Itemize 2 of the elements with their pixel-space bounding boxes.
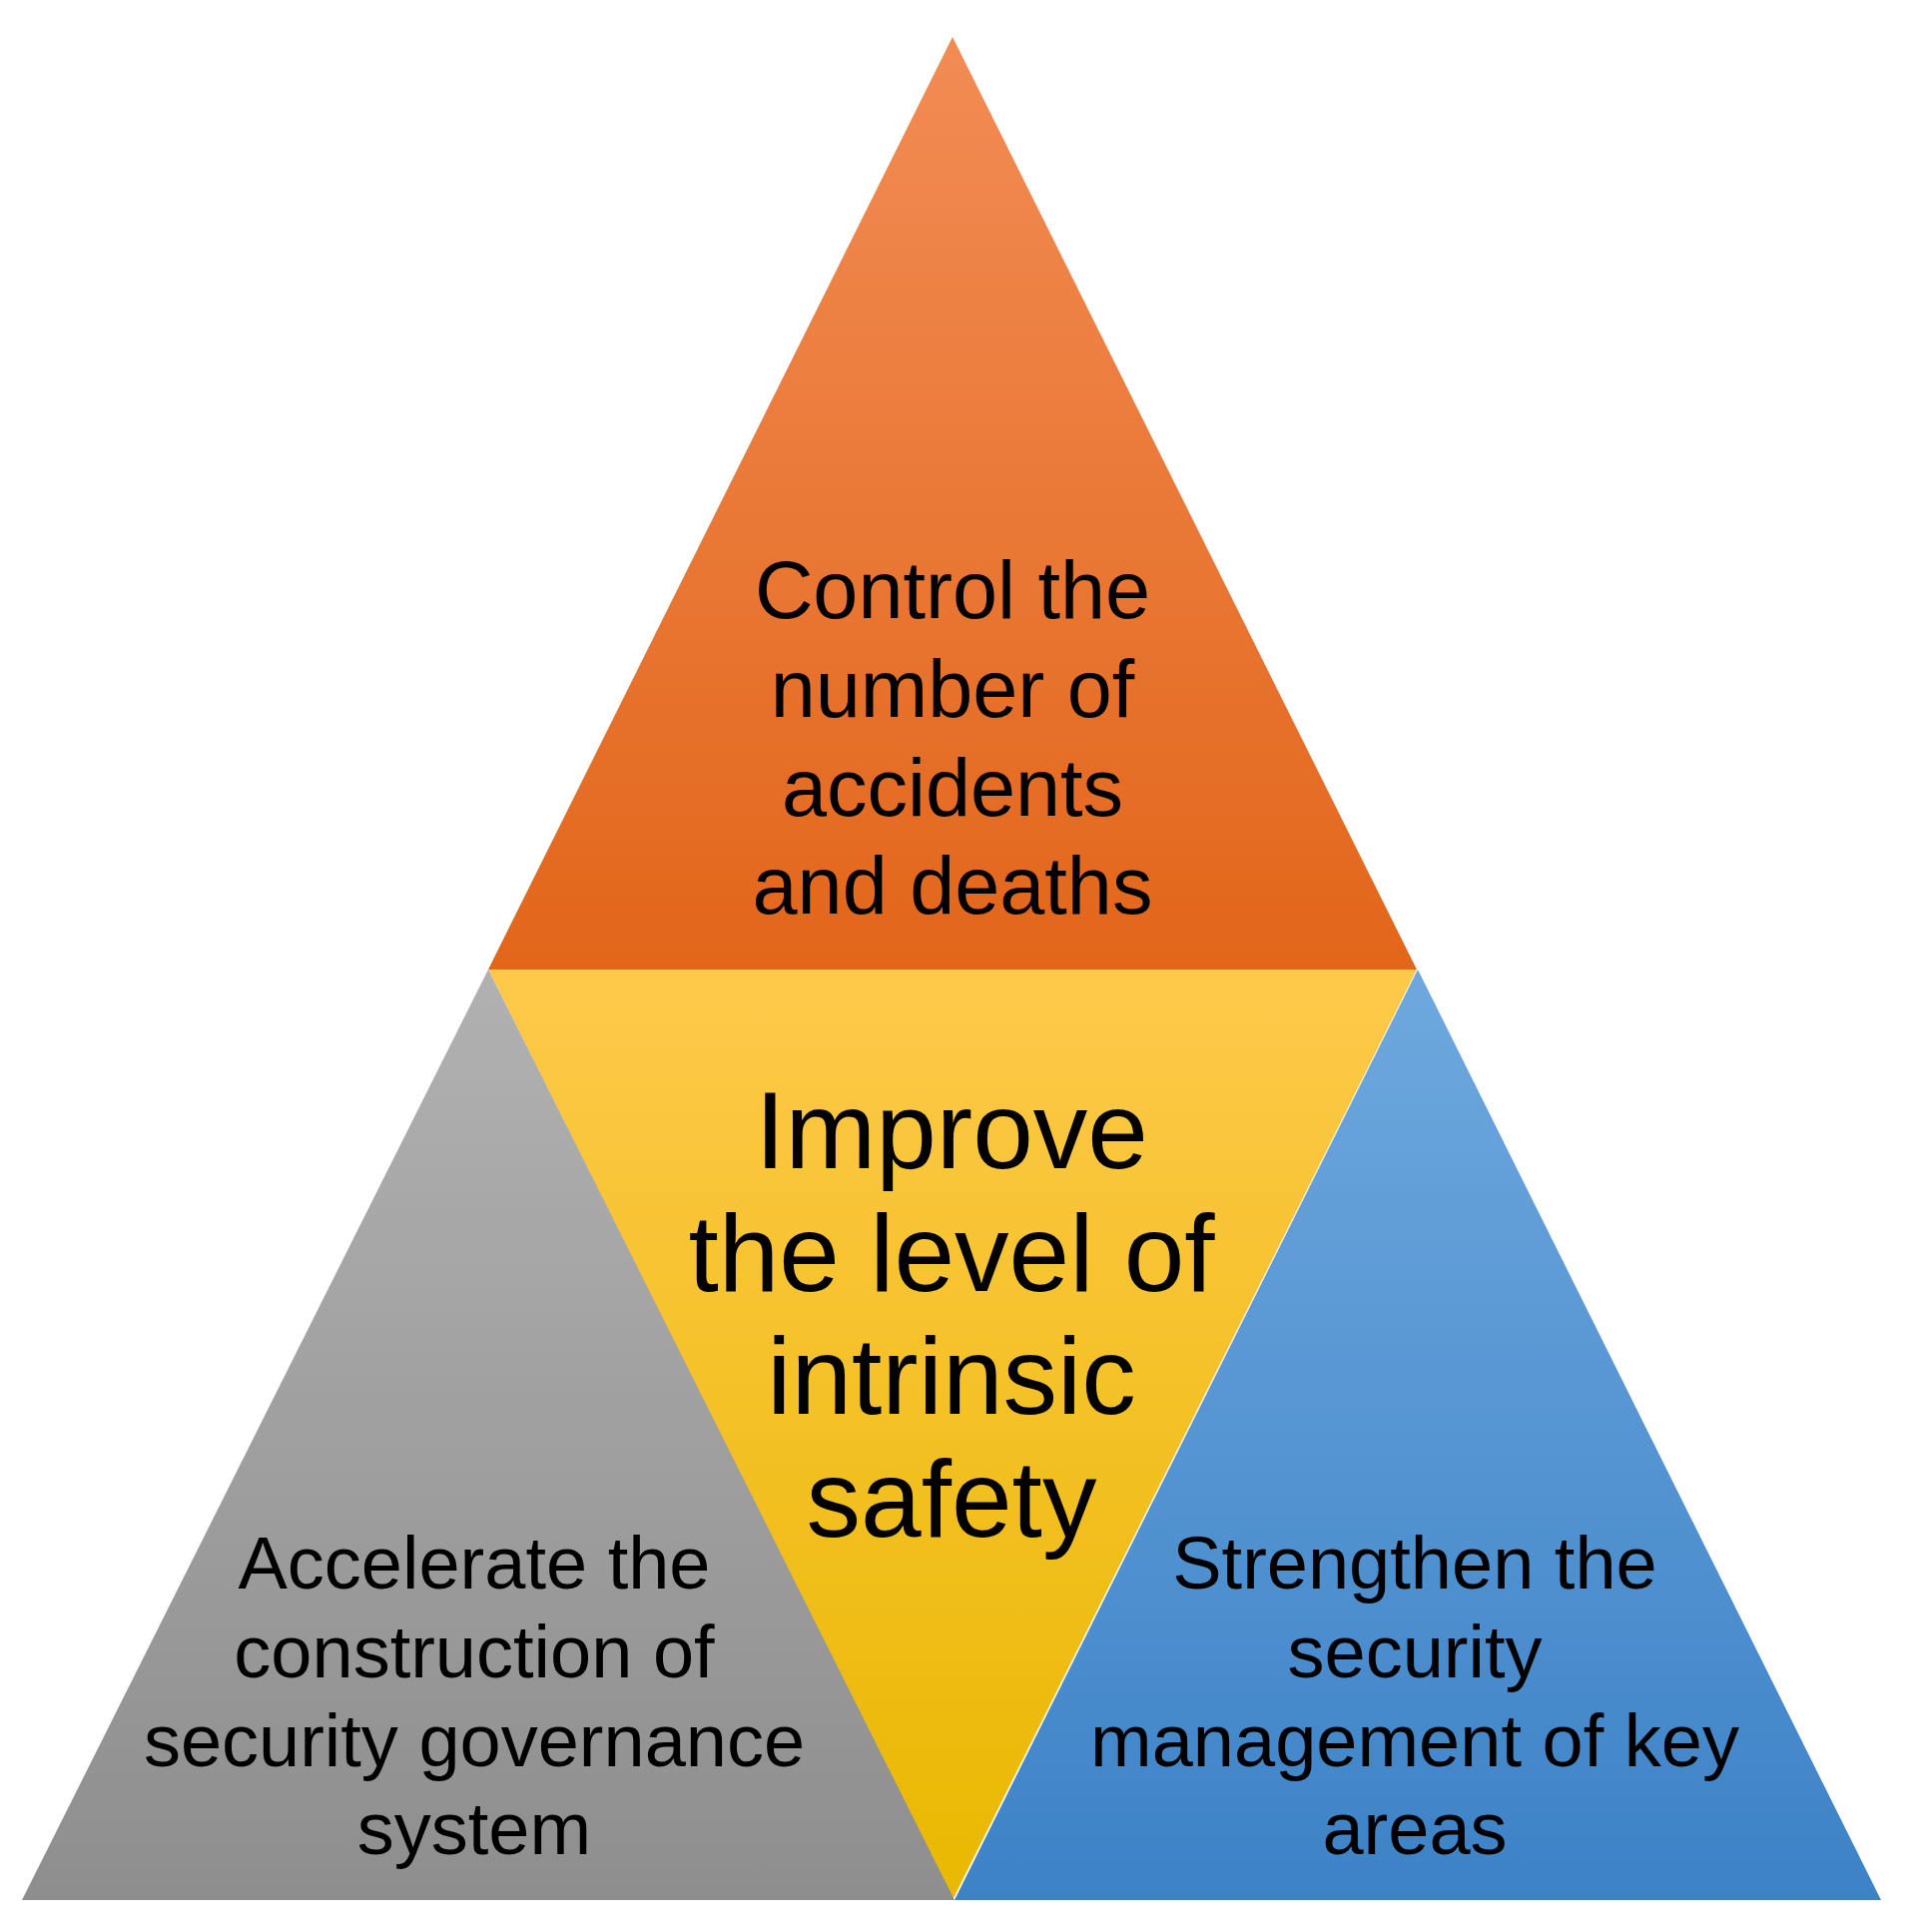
segment-text: Control the number of accidents and deaths (751, 544, 1154, 934)
segment-text: Strengthen the security management of key areas (1090, 1522, 1740, 1873)
